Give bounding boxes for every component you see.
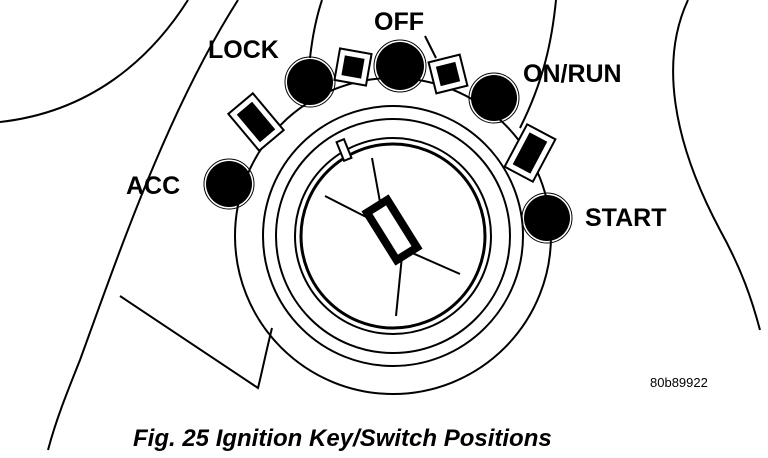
switch-body (234, 77, 552, 395)
figure-reference-code: 80b89922 (650, 375, 708, 390)
shroud-curve-far-right (672, 0, 761, 331)
lock-label: LOCK (208, 36, 279, 64)
on-run-label: ON/RUN (523, 60, 622, 88)
acc-lock-bar (226, 91, 286, 153)
start-label: START (585, 204, 666, 232)
acc-dot (206, 161, 252, 207)
key-slot (361, 194, 423, 266)
inner-ring (275, 118, 511, 354)
on-run-dot (471, 75, 517, 121)
off-leader-line (424, 35, 437, 59)
off-label: OFF (374, 8, 424, 36)
acc-dot-rim (203, 158, 255, 210)
lock-off-square (333, 47, 373, 87)
run-start-bar (503, 122, 557, 184)
lock-dot (287, 59, 333, 105)
start-dot (524, 195, 570, 241)
middle-ring (262, 105, 524, 367)
tumbler-line-1 (324, 195, 373, 221)
shroud-curve-right (519, 0, 557, 129)
on-run-dot-rim (468, 72, 520, 124)
lock-dot-rim (284, 56, 336, 108)
position-pointer-mark (335, 137, 353, 163)
shroud-bracket (119, 295, 273, 390)
tumbler-line-2 (371, 157, 381, 203)
tumbler-line-3 (395, 255, 403, 317)
off-dot (376, 42, 424, 90)
shroud-curve-outer (47, 0, 239, 451)
shroud-curve-left (0, 0, 189, 123)
figure-caption: Fig. 25 Ignition Key/Switch Positions (133, 425, 552, 452)
cylinder-ring (294, 137, 492, 335)
start-dot-rim (521, 192, 573, 244)
key-slot-inner (372, 205, 412, 255)
column-shroud-outline (0, 0, 761, 451)
tumbler-line-4 (409, 251, 461, 275)
acc-label: ACC (126, 172, 180, 200)
off-run-square (427, 53, 469, 95)
lock-cylinder-face (299, 142, 487, 330)
shroud-curve-top (309, 0, 323, 59)
position-indicators (203, 39, 573, 244)
off-dot-rim (373, 39, 427, 93)
